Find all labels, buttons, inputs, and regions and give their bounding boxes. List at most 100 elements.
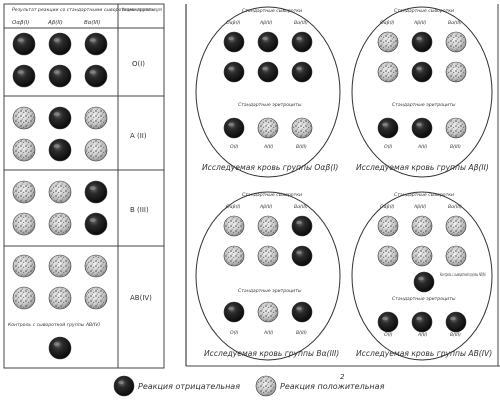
left-drop-r4-4 — [12, 286, 36, 310]
panel3-serum-drop-6 — [291, 245, 313, 267]
left-drop-r3-1 — [12, 180, 36, 204]
panel1-serum-drop-5 — [257, 61, 279, 83]
panel4-ery-drop-3 — [445, 311, 467, 333]
panel4-ery-label-2: A(II) — [417, 332, 428, 338]
panel4-serum-title: Стандартные сыворотки — [394, 192, 454, 198]
left-drop-r3-3 — [84, 180, 108, 204]
panel2-serum-drop-4 — [377, 61, 399, 83]
panel3-ery-drop-2 — [257, 301, 279, 323]
panel1-serum-drop-6 — [291, 61, 313, 83]
left-control-drop — [48, 336, 72, 360]
panel3-serum-drop-4 — [223, 245, 245, 267]
panel4-serum-drop-4 — [377, 245, 399, 267]
panel1-serum-title: Стандартные сыворотки — [242, 8, 302, 14]
panel3-ery-title: Стандартные эритроциты — [238, 288, 302, 294]
panel4-ery-drop-1 — [377, 311, 399, 333]
left-drop-r4-1 — [12, 254, 36, 278]
panel1-ery-label-3: B(III) — [296, 144, 307, 150]
left-table-header-right: Исследуемая кровь относится к группе — [122, 7, 162, 13]
panel2-ery-drop-2 — [411, 117, 433, 139]
panel1-ery-label-2: A(II) — [263, 144, 274, 150]
legend-negative-swatch — [113, 375, 135, 397]
panel4-serum-col-2: Aβ(II) — [413, 204, 427, 210]
left-drop-r2-3 — [84, 106, 108, 130]
panel4-serum-drop-2 — [411, 215, 433, 237]
panel3-serum-drop-1 — [223, 215, 245, 237]
left-drop-r1-5 — [48, 64, 72, 88]
panel4-serum-drop-5 — [411, 245, 433, 267]
panel2-serum-drop-5 — [411, 61, 433, 83]
panel4-control-label: Контроль с сывороткой группы AB(IV) — [440, 272, 486, 278]
legend-positive-swatch — [255, 375, 277, 397]
panel-group-1: Стандартные сыворотки Oαβ(I) Aβ(II) Bα(I… — [195, 6, 341, 178]
panel4-ery-label-1: O(I) — [384, 332, 393, 338]
panel2-serum-drop-2 — [411, 31, 433, 53]
panel3-ery-label-1: O(I) — [230, 330, 239, 336]
panel3-ery-label-3: B(III) — [296, 330, 307, 336]
left-table-drops — [12, 32, 108, 360]
left-drop-r4-3 — [84, 254, 108, 278]
panel-group-3: Стандартные сыворотки Oαβ(I) Aβ(II) Bα(I… — [195, 191, 341, 361]
panel3-serum-col-2: Aβ(II) — [259, 204, 273, 210]
left-drop-r1-1 — [12, 32, 36, 56]
legend-swatches — [113, 375, 277, 397]
panel1-ery-label-1: O(I) — [230, 144, 239, 150]
panel4-serum-drop-1 — [377, 215, 399, 237]
panel-drops — [223, 31, 467, 333]
col-label-3: Bα(III) — [84, 20, 101, 26]
panel2-caption: Исследуемая кровь группы Aβ(II) — [356, 163, 489, 172]
panel3-ery-label-2: A(II) — [263, 330, 274, 336]
left-drop-r3-4 — [12, 212, 36, 236]
left-drop-r2-6 — [84, 138, 108, 162]
left-drop-r4-2 — [48, 254, 72, 278]
panel1-serum-col-2: Aβ(II) — [259, 20, 273, 26]
panel1-serum-col-3: Bα(III) — [294, 20, 308, 26]
panel-group-2: Стандартные сыворотки Oαβ(I) Aβ(II) Bα(I… — [351, 6, 493, 178]
panel2-ery-drop-1 — [377, 117, 399, 139]
row-group-1: O(I) — [132, 60, 145, 68]
left-drop-r4-5 — [48, 286, 72, 310]
legend-positive-label: Реакция положительная — [280, 382, 385, 391]
panel3-serum-title: Стандартные сыворотки — [242, 192, 302, 198]
panel4-serum-col-1: Oαβ(I) — [380, 204, 395, 210]
panel1-serum-drop-4 — [223, 61, 245, 83]
panel1-caption: Исследуемая кровь группы Oαβ(I) — [202, 163, 338, 172]
panel2-serum-drop-3 — [445, 31, 467, 53]
panel2-serum-drop-6 — [445, 61, 467, 83]
panel1-serum-drop-1 — [223, 31, 245, 53]
panel1-ery-drop-2 — [257, 117, 279, 139]
left-table: Результат реакции со стандартными сыворо… — [3, 3, 165, 369]
col-label-1: Oαβ(I) — [12, 20, 29, 26]
left-drop-r3-2 — [48, 180, 72, 204]
legend-negative-label: Реакция отрицательная — [138, 382, 240, 391]
panel3-serum-drop-3 — [291, 215, 313, 237]
left-drop-r3-5 — [48, 212, 72, 236]
panel2-ery-drop-3 — [445, 117, 467, 139]
left-drop-r2-2 — [48, 106, 72, 130]
panel4-ery-title: Стандартные эритроциты — [392, 296, 456, 302]
panel3-ery-drop-3 — [291, 301, 313, 323]
panel2-ery-label-3: B(III) — [450, 144, 461, 150]
right-area: 2 — [185, 4, 500, 381]
panel1-serum-col-1: Oαβ(I) — [226, 20, 241, 26]
left-drop-r2-1 — [12, 106, 36, 130]
left-table-header: Результат реакции со стандартными сыворо… — [12, 7, 155, 13]
left-drop-r2-5 — [48, 138, 72, 162]
left-control-label: Контроль с сывороткой группы AB(IV) — [8, 322, 100, 328]
panel4-serum-col-3: Bα(III) — [448, 204, 462, 210]
panel4-serum-drop-6 — [445, 245, 467, 267]
left-drop-r4-6 — [84, 286, 108, 310]
panel2-ery-label-2: A(II) — [417, 144, 428, 150]
panel4-control-drop — [413, 271, 435, 293]
left-drop-r1-6 — [84, 64, 108, 88]
row-group-4: AB(IV) — [130, 294, 152, 302]
panel3-serum-col-1: Oαβ(I) — [226, 204, 241, 210]
panel1-serum-drop-3 — [291, 31, 313, 53]
panel4-ery-drop-2 — [411, 311, 433, 333]
panel2-ery-label-1: O(I) — [384, 144, 393, 150]
left-drop-r3-6 — [84, 212, 108, 236]
panel1-ery-title: Стандартные эритроциты — [238, 102, 302, 108]
col-label-2: Aβ(II) — [47, 20, 63, 26]
panel2-serum-drop-1 — [377, 31, 399, 53]
